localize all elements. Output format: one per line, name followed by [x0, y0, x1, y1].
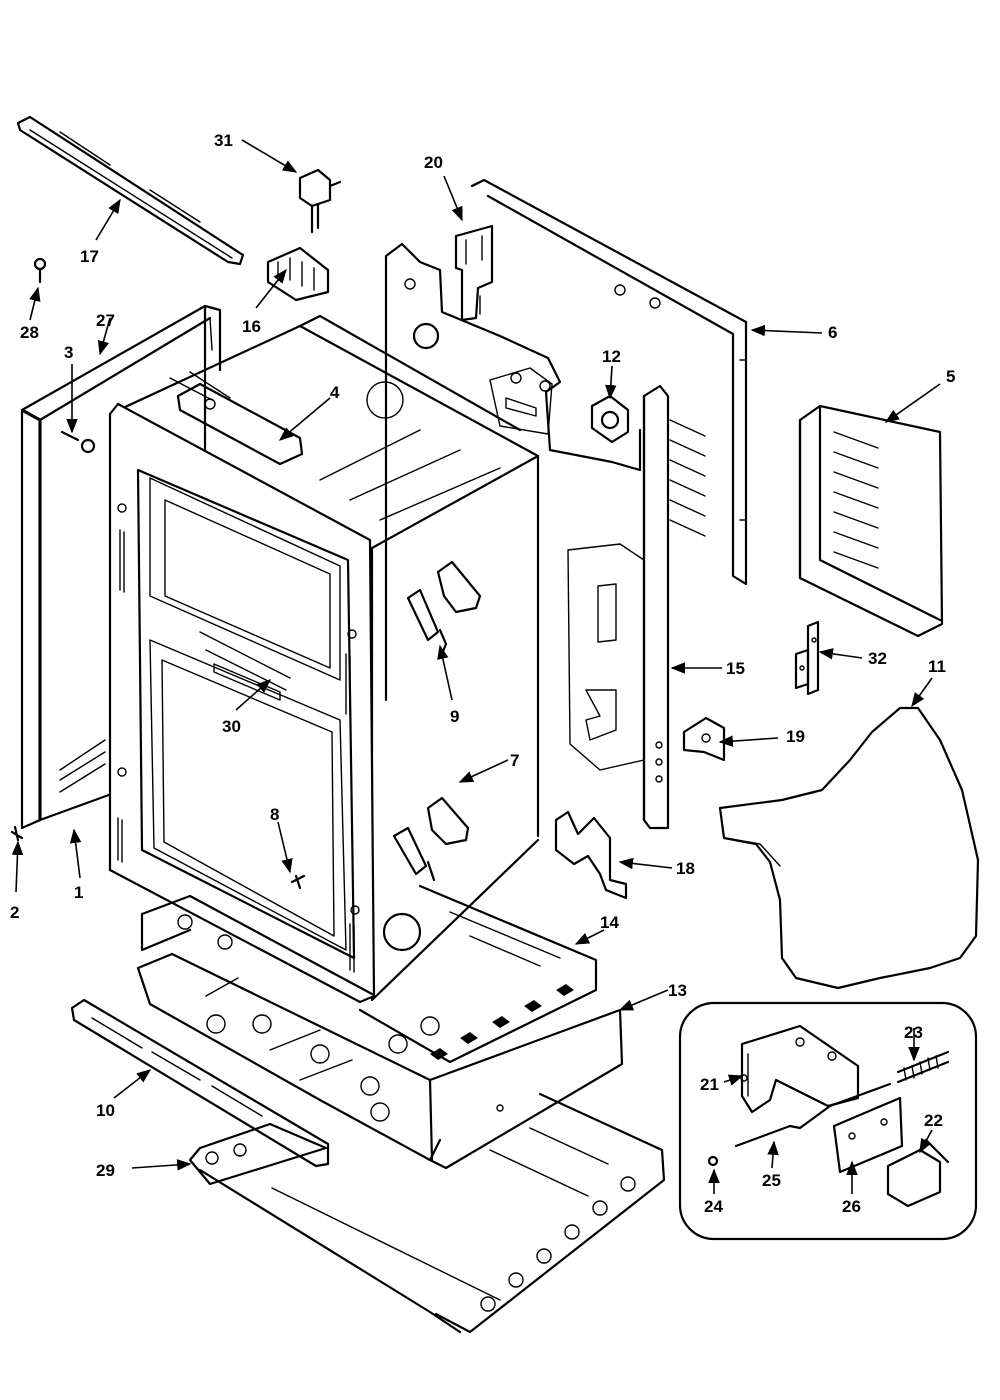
part-15-side-panel	[567, 384, 670, 830]
part-19-bracket	[682, 716, 726, 762]
part-18-bracket	[554, 810, 628, 900]
callout-30: 30	[222, 717, 241, 736]
callout-26: 26	[842, 1197, 861, 1216]
callout-3: 3	[64, 343, 73, 362]
callout-2: 2	[10, 903, 19, 922]
callout-4: 4	[330, 383, 340, 402]
callout-21: 21	[700, 1075, 719, 1094]
callout-27: 27	[96, 311, 115, 330]
callout-18: 18	[676, 859, 695, 878]
part-16-terminal-block	[266, 246, 330, 302]
part-6-back-panel	[384, 178, 748, 702]
callout-14: 14	[600, 913, 619, 932]
callout-6: 6	[828, 323, 837, 342]
part-2-screw	[10, 825, 24, 842]
callout-25: 25	[762, 1171, 781, 1190]
callout-15: 15	[726, 659, 745, 678]
callout-8: 8	[270, 805, 279, 824]
callout-31: 31	[214, 131, 233, 150]
part-12-grommet	[590, 394, 630, 444]
callout-11: 11	[928, 657, 946, 676]
part-29-floor-plate	[188, 1092, 666, 1334]
part-28-screw	[33, 257, 47, 284]
part-11-insulation	[718, 706, 980, 990]
callout-10: 10	[96, 1101, 115, 1120]
part-14-bottom-pan	[140, 884, 598, 1064]
callout-7: 7	[510, 751, 519, 770]
callout-1: 1	[74, 883, 83, 902]
callout-19: 19	[786, 727, 805, 746]
part-20-bracket	[454, 224, 494, 322]
callout-29: 29	[96, 1161, 115, 1180]
callout-5: 5	[946, 367, 955, 386]
part-17-top-trim	[16, 115, 245, 266]
part-8-screw	[290, 874, 306, 890]
callout-24: 24	[704, 1197, 723, 1216]
part-13-burner-box	[136, 952, 624, 1170]
oven-cavity-box	[108, 314, 540, 1004]
leader-lines	[11, 139, 941, 1194]
part-5-vent-panel	[798, 404, 944, 638]
part-3-screw-washer	[60, 430, 96, 454]
callout-23: 23	[904, 1023, 923, 1042]
part-31-switch	[298, 168, 342, 234]
callout-9: 9	[450, 707, 459, 726]
callout-17: 17	[80, 247, 99, 266]
callout-labels: 1 2 3 4 5 6 7 8 9 10 11 12 13 14 15 16 1…	[10, 131, 955, 1216]
part-10-front-rail	[70, 998, 330, 1168]
callout-32: 32	[868, 649, 887, 668]
callout-12: 12	[602, 347, 621, 366]
callout-20: 20	[424, 153, 443, 172]
callout-28: 28	[20, 323, 39, 342]
callout-16: 16	[242, 317, 261, 336]
callout-22: 22	[924, 1111, 943, 1130]
part-32-bracket	[794, 620, 820, 696]
callout-13: 13	[668, 981, 687, 1000]
part-4-sensor-bracket	[169, 371, 304, 466]
